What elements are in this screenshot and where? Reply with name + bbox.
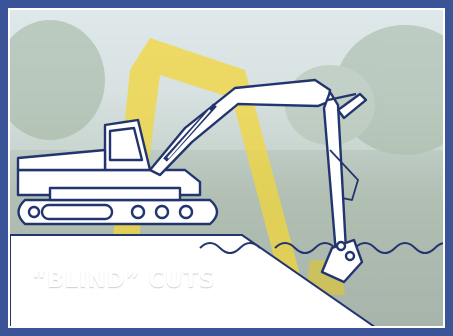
- slide-canvas: “BLIND” CUTS: [8, 8, 445, 328]
- slide-caption: “BLIND” CUTS: [32, 268, 215, 293]
